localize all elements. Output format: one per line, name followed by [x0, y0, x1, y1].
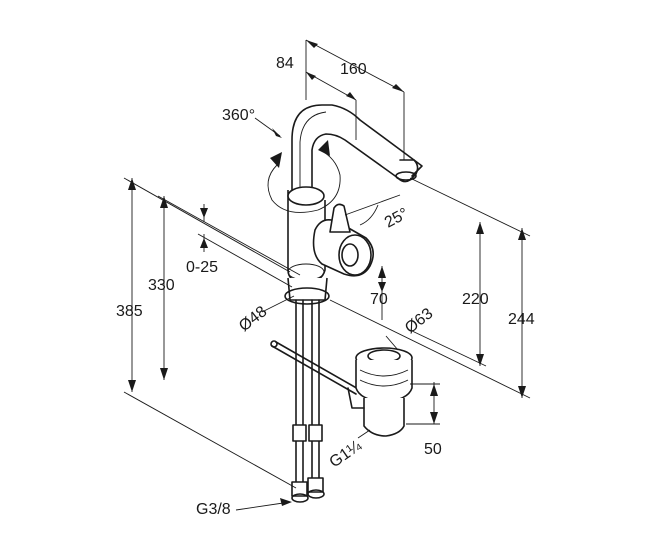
- label-84: 84: [276, 55, 294, 72]
- label-25-degrees: 25°: [382, 205, 411, 231]
- label-0-25: 0-25: [186, 259, 218, 276]
- label-244: 244: [508, 311, 535, 328]
- rotation-arc: [267, 140, 341, 213]
- label-50: 50: [424, 441, 442, 458]
- label-160: 160: [340, 61, 367, 78]
- faucet-handle: [312, 203, 374, 277]
- label-diameter-63: Ø63: [402, 305, 436, 337]
- dimension-lines: [123, 39, 531, 511]
- faucet-body: [284, 186, 330, 305]
- label-330: 330: [148, 277, 175, 294]
- label-70: 70: [370, 291, 388, 308]
- label-360: 360°: [222, 107, 255, 124]
- supply-hoses: [291, 299, 325, 503]
- label-g1-1-4: G1¼: [327, 437, 366, 471]
- pop-up-waste: [270, 340, 413, 437]
- label-220: 220: [462, 291, 489, 308]
- label-diameter-48: Ø48: [236, 303, 270, 335]
- label-g3-8: G3/8: [196, 501, 231, 518]
- faucet-spout: [291, 104, 423, 201]
- label-385: 385: [116, 303, 143, 320]
